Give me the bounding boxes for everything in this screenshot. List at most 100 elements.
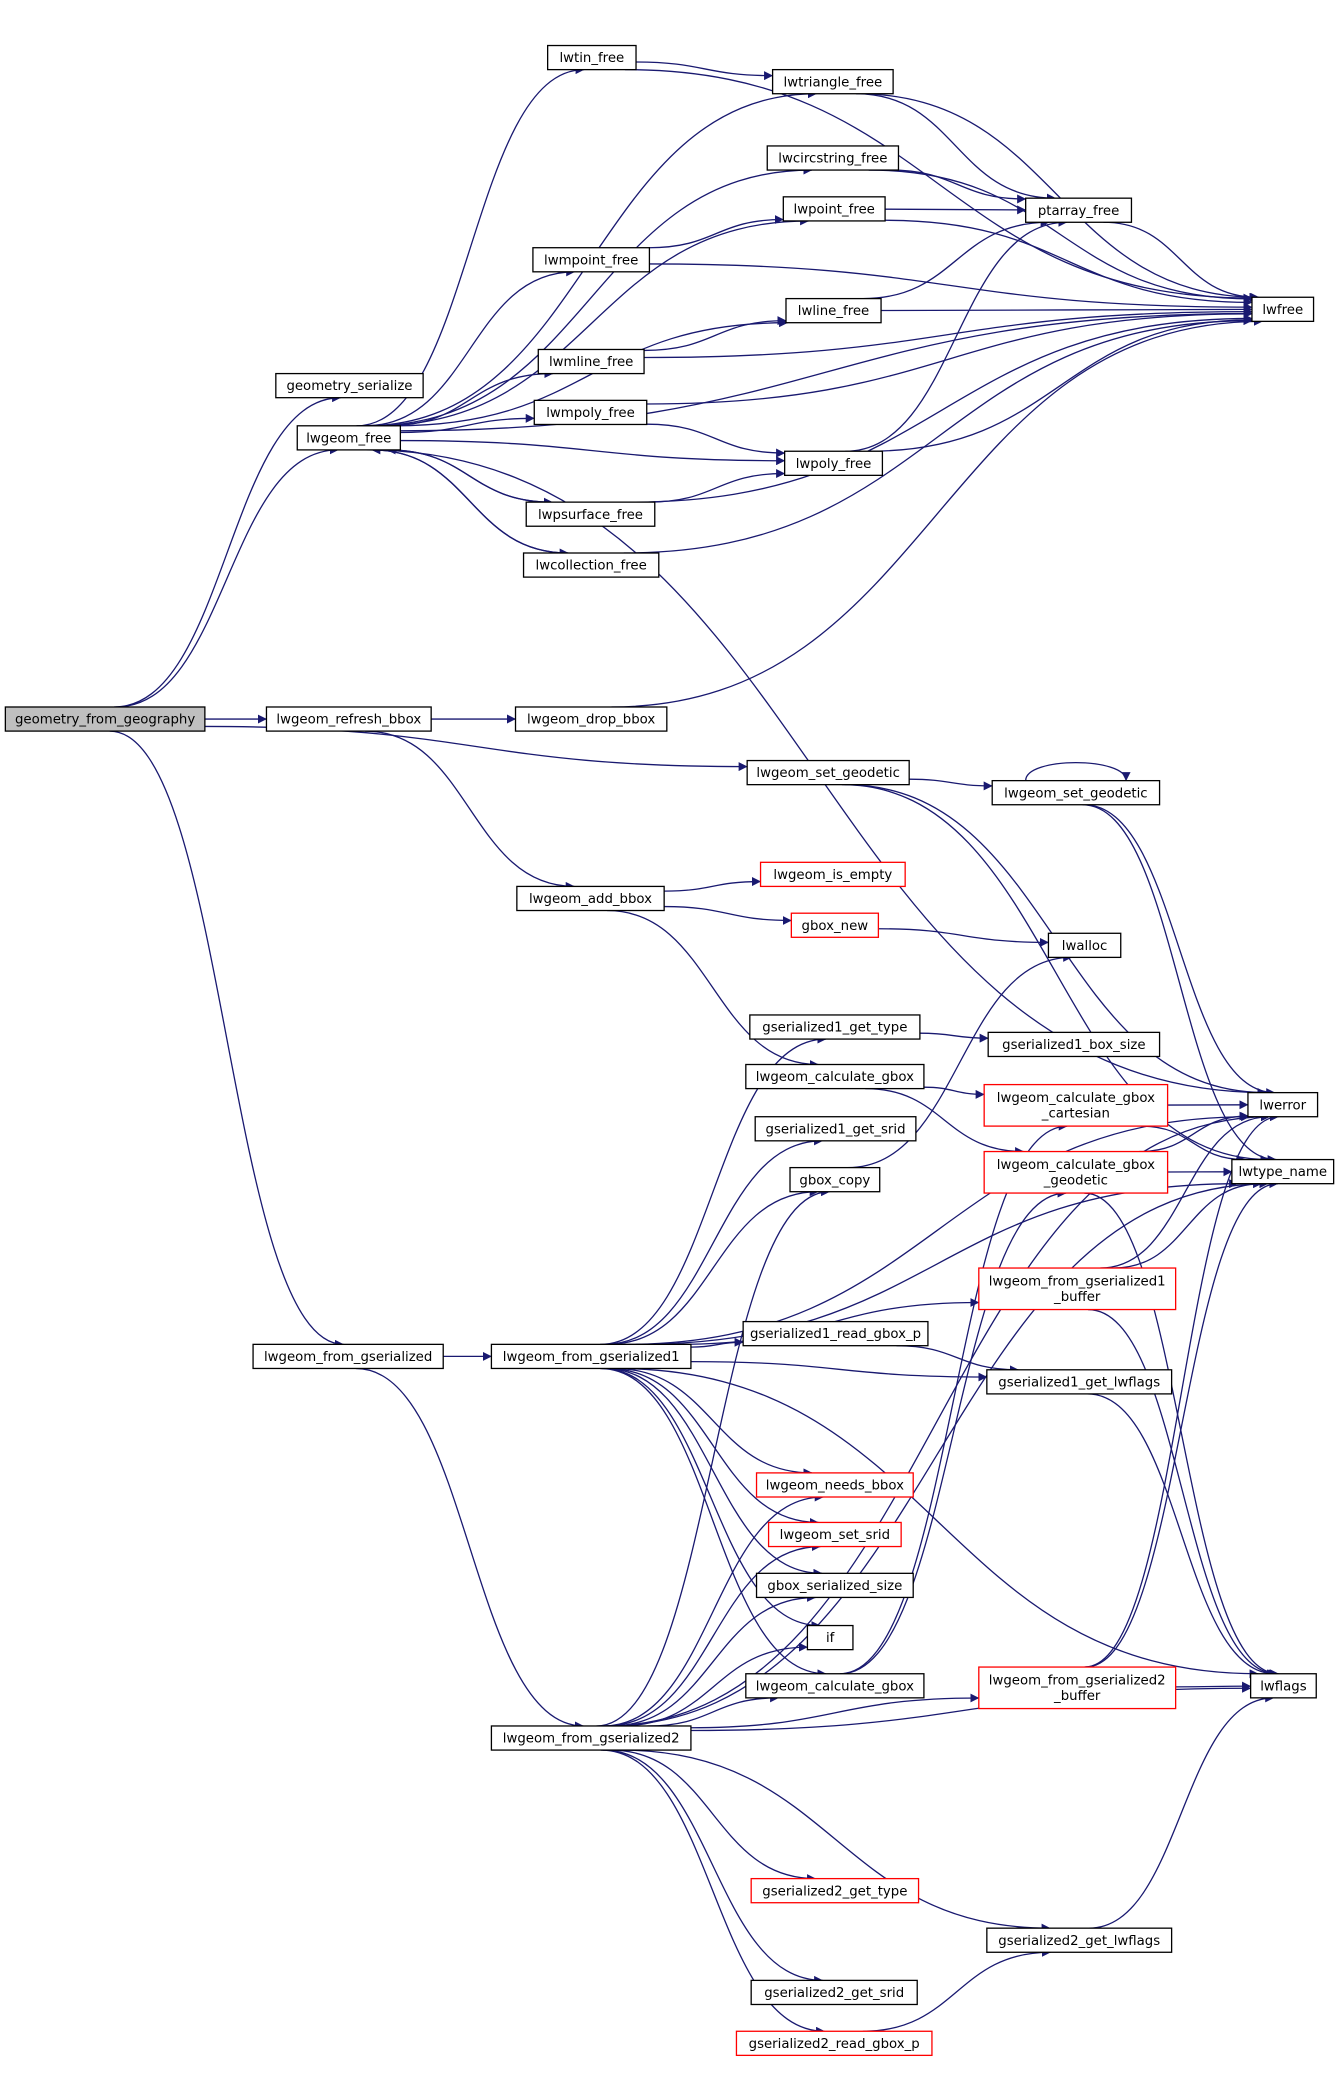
node-gbox-serialized-size[interactable]: gbox_serialized_size: [755, 1572, 914, 1599]
node-gserialized2-get-srid[interactable]: gserialized2_get_srid: [750, 1979, 918, 2006]
node-lwcollection-free[interactable]: lwcollection_free: [522, 552, 660, 578]
call-edge-ptarray_free-to-lwfree: [1103, 221, 1259, 302]
node-label: lwpoint_free: [794, 202, 875, 217]
node-lwgeom-from-gserialized1[interactable]: lwgeom_from_gserialized1: [490, 1343, 692, 1370]
node-box: [983, 1083, 1169, 1127]
node-box: [771, 68, 894, 95]
node-lwmline-free[interactable]: lwmline_free: [537, 348, 645, 375]
call-edge-lwgeom_free-to-lwpoint_free: [374, 216, 810, 427]
node-lwfree[interactable]: lwfree: [1251, 296, 1315, 323]
node-label: geometry_from_geography: [15, 713, 195, 728]
node-lwtype-name[interactable]: lwtype_name: [1231, 1158, 1335, 1185]
node-root[interactable]: geometry_from_geography: [4, 706, 206, 732]
node-lwgeom-from-gserialized2-buffer[interactable]: lwgeom_from_gserialized2_buffer: [978, 1666, 1177, 1710]
call-edge-lwgeom_from_gserialized1_buffer-to-lwtype_name: [1113, 1179, 1263, 1269]
node-gserialized2-get-lwflags[interactable]: gserialized2_get_lwflags: [986, 1927, 1173, 1953]
node-gserialized1-read-gbox-p[interactable]: gserialized1_read_gbox_p: [742, 1320, 929, 1347]
node-label: lwcollection_free: [536, 559, 647, 574]
node-box: [742, 1320, 929, 1347]
call-edge-lwgeom_from_gserialized1-to-gserialized1_get_srid: [604, 1136, 824, 1346]
node-lwgeom-calculate-gbox-cartesian[interactable]: lwgeom_calculate_gbox_cartesian: [983, 1083, 1169, 1127]
node-label: lwgeom_calculate_gbox: [756, 1679, 914, 1694]
node-label: lwmpoly_free: [546, 406, 635, 421]
node-label: lwcircstring_free: [778, 152, 887, 167]
node-lwgeom-set-geodetic-a[interactable]: lwgeom_set_geodetic: [746, 759, 910, 786]
node-box: [1247, 1091, 1319, 1118]
node-box: [533, 399, 648, 426]
node-box: [746, 759, 910, 786]
call-edge-lwcircstring_free-to-ptarray_free: [889, 169, 1027, 204]
node-label: lwgeom_needs_bbox: [766, 1479, 904, 1494]
node-lwline-free[interactable]: lwline_free: [785, 297, 882, 324]
node-lwgeom-calculate-gbox-a[interactable]: lwgeom_calculate_gbox: [745, 1063, 925, 1090]
node-if[interactable]: if: [806, 1624, 854, 1651]
node-gbox-copy[interactable]: gbox_copy: [789, 1166, 881, 1193]
node-lwpsurface-free[interactable]: lwpsurface_free: [525, 501, 656, 527]
node-lwmpoint-free[interactable]: lwmpoint_free: [532, 247, 651, 273]
node-gserialized1-get-type[interactable]: gserialized1_get_type: [749, 1014, 921, 1040]
node-label: lwalloc: [1062, 939, 1108, 954]
node-geometry-serialize[interactable]: geometry_serialize: [275, 372, 424, 399]
node-lwgeom-drop-bbox[interactable]: lwgeom_drop_bbox: [514, 706, 668, 732]
call-edge-lwgeom_from_gserialized2-to-lwgeom_calculate_gbox_b: [647, 1693, 780, 1727]
node-label: lwgeom_refresh_bbox: [276, 713, 421, 728]
call-edge-lwgeom_from_gserialized1-to-gbox_serialized_size: [603, 1367, 823, 1578]
call-edge-lwtriangle_free-to-lwfree: [856, 93, 1260, 302]
node-lwgeom-calculate-gbox-b[interactable]: lwgeom_calculate_gbox: [745, 1673, 925, 1699]
call-edge-lwmpoint_free-to-lwfree: [649, 263, 1253, 312]
node-lwpoly-free[interactable]: lwpoly_free: [784, 450, 884, 476]
node-label: _geodetic: [1043, 1174, 1108, 1189]
node-lwgeom-from-gserialized1-buffer[interactable]: lwgeom_from_gserialized1_buffer: [978, 1267, 1177, 1311]
node-lwgeom-needs-bbox[interactable]: lwgeom_needs_bbox: [755, 1472, 914, 1498]
node-ptarray-free[interactable]: ptarray_free: [1025, 197, 1133, 223]
node-label: gbox_new: [802, 919, 869, 934]
node-lwgeom-free[interactable]: lwgeom_free: [296, 425, 402, 451]
node-box: [789, 1166, 881, 1193]
node-lwflags[interactable]: lwflags: [1249, 1673, 1317, 1699]
node-lwtriangle-free[interactable]: lwtriangle_free: [771, 68, 894, 95]
node-lwpoint-free[interactable]: lwpoint_free: [782, 196, 886, 222]
node-lwgeom-is-empty[interactable]: lwgeom_is_empty: [759, 861, 906, 888]
node-box: [514, 706, 668, 732]
node-gserialized1-get-srid[interactable]: gserialized1_get_srid: [754, 1116, 917, 1142]
node-gserialized1-box-size[interactable]: gserialized1_box_size: [987, 1031, 1161, 1058]
node-lwtin-free[interactable]: lwtin_free: [547, 44, 637, 71]
call-edge-lwmline_free-to-lwfree: [644, 307, 1253, 359]
call-edge-lwgeom_from_gserialized1_buffer-to-lwflags: [1088, 1308, 1278, 1679]
node-gbox-new[interactable]: gbox_new: [790, 912, 880, 938]
node-lwalloc[interactable]: lwalloc: [1047, 932, 1122, 959]
node-label: lwgeom_from_gserialized1: [503, 1350, 680, 1365]
node-lwgeom-set-geodetic-b[interactable]: lwgeom_set_geodetic: [991, 779, 1161, 806]
node-lwmpoly-free[interactable]: lwmpoly_free: [533, 399, 648, 426]
node-box: [1025, 197, 1133, 223]
node-lwgeom-add-bbox[interactable]: lwgeom_add_bbox: [516, 885, 665, 912]
call-edge-lwgeom_set_geodetic_b-to-lwgeom_set_geodetic_b: [1025, 762, 1131, 782]
call-edge-gbox_copy-to-lwalloc: [847, 952, 1073, 1169]
node-label: lwgeom_from_gserialized2: [989, 1674, 1166, 1689]
node-box: [978, 1267, 1177, 1311]
node-gserialized2-read-gbox-p[interactable]: gserialized2_read_gbox_p: [735, 2030, 933, 2057]
call-edge-lwmpoint_free-to-lwpoint_free: [648, 215, 784, 249]
call-edge-lwgeom_set_geodetic_b-to-lwtype_name: [1082, 804, 1277, 1165]
node-label: lwpsurface_free: [538, 508, 643, 523]
call-edge-lwpoint_free-to-ptarray_free: [885, 205, 1027, 215]
node-lwgeom-calculate-gbox-geodetic[interactable]: lwgeom_calculate_gbox_geodetic: [983, 1150, 1169, 1194]
node-label: lwgeom_is_empty: [773, 868, 892, 883]
node-lwgeom-from-gserialized[interactable]: lwgeom_from_gserialized: [252, 1343, 444, 1370]
node-gserialized1-get-lwflags[interactable]: gserialized1_get_lwflags: [986, 1369, 1173, 1395]
call-edge-lwgeom_from_gserialized2_buffer-to-lwerror: [1084, 1112, 1279, 1668]
node-lwgeom-refresh-bbox[interactable]: lwgeom_refresh_bbox: [265, 706, 432, 732]
node-lwgeom-from-gserialized2[interactable]: lwgeom_from_gserialized2: [490, 1725, 692, 1751]
call-edge-lwpoly_free-to-lwfree: [868, 315, 1253, 452]
node-label: lwfree: [1262, 303, 1303, 318]
node-box: [1047, 932, 1122, 959]
node-lwgeom-set-srid[interactable]: lwgeom_set_srid: [767, 1521, 902, 1548]
node-lwcircstring-free[interactable]: lwcircstring_free: [766, 145, 900, 171]
call-edge-lwgeom_from_gserialized2-to-gbox_copy: [596, 1187, 831, 1727]
node-label: lwgeom_drop_bbox: [527, 713, 655, 728]
node-lwerror[interactable]: lwerror: [1247, 1091, 1319, 1118]
node-label: gserialized2_get_srid: [764, 1986, 904, 2001]
node-box: [755, 1572, 914, 1599]
node-gserialized2-get-type[interactable]: gserialized2_get_type: [750, 1877, 920, 1904]
node-label: gserialized1_box_size: [1002, 1038, 1145, 1053]
